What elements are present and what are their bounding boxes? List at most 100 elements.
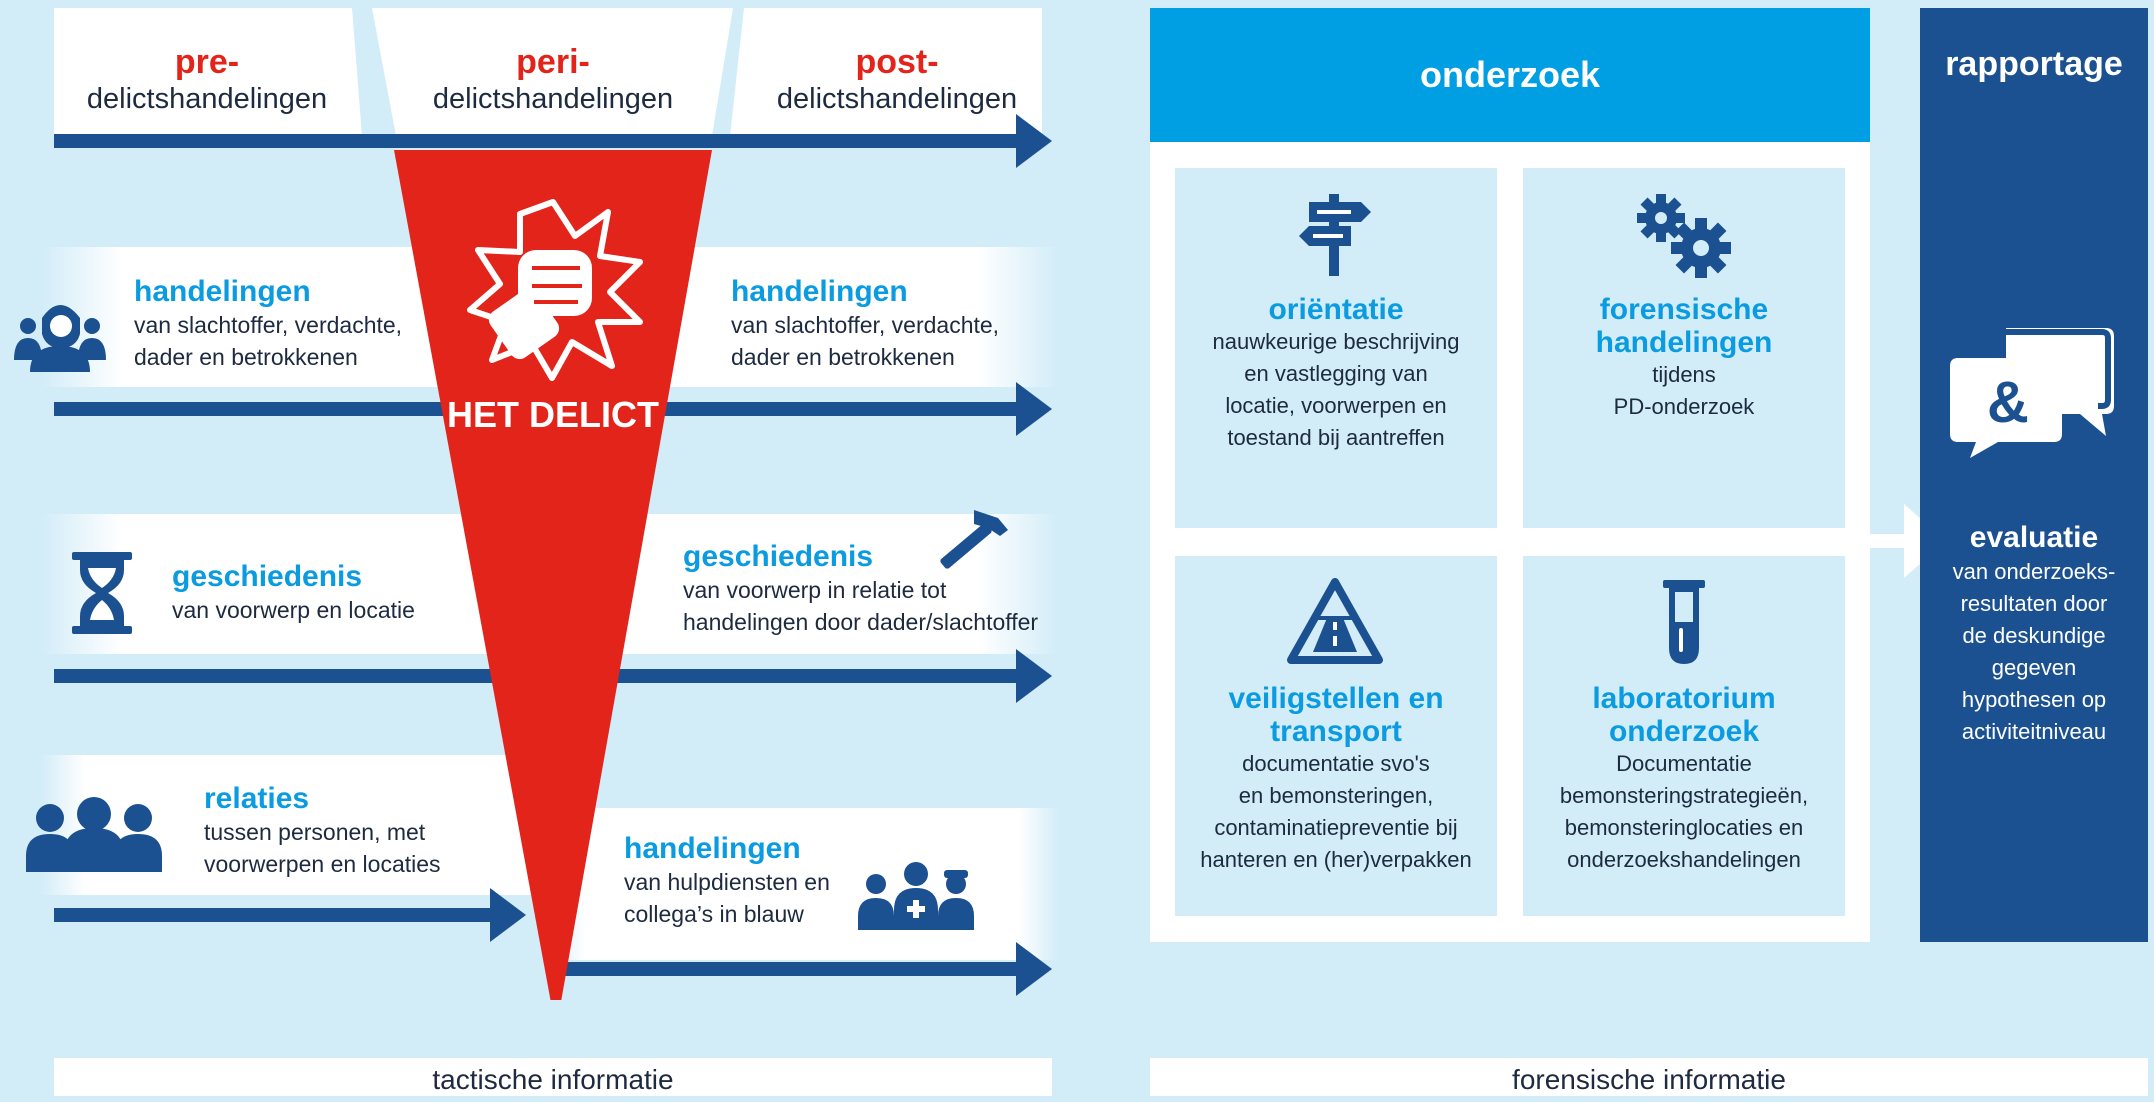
left-row-3-title: relaties [204, 782, 310, 815]
phase-pre-prefix: pre- [174, 43, 240, 81]
card-laboratorium: laboratorium onderzoek Documentatie bemo… [1523, 556, 1845, 916]
right-row-2: geschiedenis van voorwerp in relatie tot… [683, 540, 1055, 638]
test-tube-icon [1663, 580, 1705, 664]
left-row-2: geschiedenis van voorwerp en locatie [172, 560, 472, 626]
rapportage-header: rapportage [1945, 45, 2123, 83]
right-row-1-line-1: van slachtoffer, verdachte, [731, 312, 1000, 338]
left-row-1-line-1: van slachtoffer, verdachte, [134, 312, 403, 338]
timeline-arrow-head-3 [1016, 649, 1052, 703]
phase-box-post [730, 8, 1042, 136]
phase-box-pre [54, 8, 362, 136]
card-veiligstellen-title-2: transport [1270, 715, 1402, 748]
card-laboratorium-text: laboratorium onderzoek Documentatie bemo… [1523, 682, 1845, 876]
card-orientatie-line-4: toestand bij aantreffen [1227, 425, 1445, 450]
hourglass-icon [72, 552, 132, 634]
phase-peri-prefix: peri- [516, 43, 590, 81]
phase-pre-label: delictshandelingen [86, 83, 328, 115]
phase-post-label: delictshandelingen [776, 83, 1018, 115]
card-forensische-handelingen: forensische handelingen tijdens PD-onder… [1523, 168, 1845, 528]
footer-forensische: forensische informatie [1150, 1058, 2148, 1096]
right-row-3-line-2: collega’s in blauw [624, 901, 804, 927]
left-row-3: relaties tussen personen, met voorwerpen… [204, 782, 504, 880]
phase-post: post- delictshandelingen [744, 42, 1050, 116]
card-forensische-line-1: tijdens [1652, 362, 1716, 387]
rapportage-line-1: van onderzoeks- [1952, 559, 2116, 584]
timeline-arrow-head-2 [1016, 382, 1052, 436]
right-row-2-line-1: van voorwerp in relatie tot [683, 577, 947, 603]
right-row-2-title: geschiedenis [683, 540, 874, 573]
left-row-3-line-1: tussen personen, met [204, 819, 426, 845]
card-forensische-text: forensische handelingen tijdens PD-onder… [1523, 293, 1845, 423]
rapportage-text: evaluatie van onderzoeks- resultaten doo… [1920, 520, 2148, 748]
people-icon [14, 305, 106, 372]
card-veiligstellen-line-2: en bemonsteringen, [1238, 783, 1434, 808]
hammer-icon [940, 510, 1008, 569]
right-row-3-line-1: van hulpdiensten en [624, 869, 830, 895]
svg-text:&: & [1987, 370, 2029, 435]
card-forensische-title-1: forensische [1599, 293, 1769, 326]
fist-explosion-icon [467, 199, 643, 381]
card-laboratorium-title-2: onderzoek [1608, 715, 1760, 748]
footer-tactische: tactische informatie [54, 1058, 1052, 1096]
timeline-arrow-head-5 [1016, 942, 1052, 996]
phase-header-shapes [54, 8, 1042, 136]
right-row-2-line-2: handelingen door dader/slachtoffer [683, 609, 1039, 635]
signpost-icon [1299, 194, 1371, 276]
rapportage-line-2: resultaten door [1960, 591, 2108, 616]
connector-arrow [1860, 504, 1946, 578]
right-row-1-line-2: dader en betrokkenen [731, 344, 955, 370]
card-laboratorium-line-1: Documentatie [1616, 751, 1752, 776]
speech-bubbles-icon: & [1950, 328, 2114, 458]
card-forensische-title-2: handelingen [1595, 326, 1773, 359]
emergency-services-icon [858, 862, 974, 930]
card-veiligstellen-line-1: documentatie svo's [1242, 751, 1430, 776]
timeline-arrow-1 [54, 134, 1024, 148]
left-row-2-title: geschiedenis [172, 560, 363, 593]
card-laboratorium-line-3: bemonsteringlocaties en [1564, 815, 1804, 840]
rapportage-line-6: activiteitniveau [1961, 719, 2107, 744]
card-orientatie-title: oriëntatie [1268, 293, 1404, 326]
right-row-3-title: handelingen [624, 832, 801, 865]
card-laboratorium-title-1: laboratorium [1592, 682, 1776, 715]
timeline-arrow-5 [560, 962, 1024, 976]
phase-box-peri [372, 8, 733, 136]
card-orientatie-line-2: en vastlegging van [1244, 361, 1428, 386]
rapportage-line-5: hypothesen op [1961, 687, 2107, 712]
card-orientatie: oriëntatie nauwkeurige beschrijving en v… [1175, 168, 1497, 528]
timeline-arrow-4 [54, 908, 494, 922]
card-veiligstellen-title-1: veiligstellen en [1228, 682, 1444, 715]
phase-peri-label: delictshandelingen [432, 83, 674, 115]
phase-pre: pre- delictshandelingen [54, 42, 360, 116]
rapportage-line-3: de deskundige [1962, 623, 2106, 648]
phase-post-prefix: post- [855, 43, 939, 81]
right-row-1-title: handelingen [731, 275, 908, 308]
left-row-3-line-2: voorwerpen en locaties [204, 851, 441, 877]
card-veiligstellen: veiligstellen en transport documentatie … [1175, 556, 1497, 916]
delict-label: HET DELICT [447, 394, 659, 435]
right-row-1: handelingen van slachtoffer, verdachte, … [731, 275, 1051, 373]
card-orientatie-text: oriëntatie nauwkeurige beschrijving en v… [1175, 293, 1497, 454]
delict-triangle [394, 150, 712, 1000]
timeline-arrows [54, 114, 1052, 1000]
card-veiligstellen-text: veiligstellen en transport documentatie … [1175, 682, 1497, 876]
right-row-3: handelingen van hulpdiensten en collega’… [624, 832, 864, 930]
rapportage-line-4: gegeven [1991, 655, 2077, 680]
rapportage-panel [1920, 8, 2148, 942]
gears-icon [1637, 194, 1731, 278]
road-warning-icon [1287, 578, 1383, 664]
card-laboratorium-line-4: onderzoekshandelingen [1567, 847, 1801, 872]
left-row-1-line-2: dader en betrokkenen [134, 344, 358, 370]
card-veiligstellen-line-3: contaminatiepreventie bij [1214, 815, 1458, 840]
card-veiligstellen-line-4: hanteren en (her)verpakken [1200, 847, 1472, 872]
timeline-arrow-head-1 [1016, 114, 1052, 168]
card-orientatie-line-1: nauwkeurige beschrijving [1212, 329, 1460, 354]
onderzoek-header: onderzoek [1150, 8, 1870, 142]
card-orientatie-line-3: locatie, voorwerpen en [1225, 393, 1447, 418]
card-forensische-line-2: PD-onderzoek [1613, 394, 1755, 419]
rapportage-title: evaluatie [1969, 521, 2099, 554]
left-row-1: handelingen van slachtoffer, verdachte, … [134, 275, 464, 373]
left-row-2-line-1: van voorwerp en locatie [172, 597, 415, 623]
phase-peri: peri- delictshandelingen [398, 42, 708, 116]
group-icon [26, 797, 162, 872]
timeline-arrow-head-4 [490, 888, 526, 942]
